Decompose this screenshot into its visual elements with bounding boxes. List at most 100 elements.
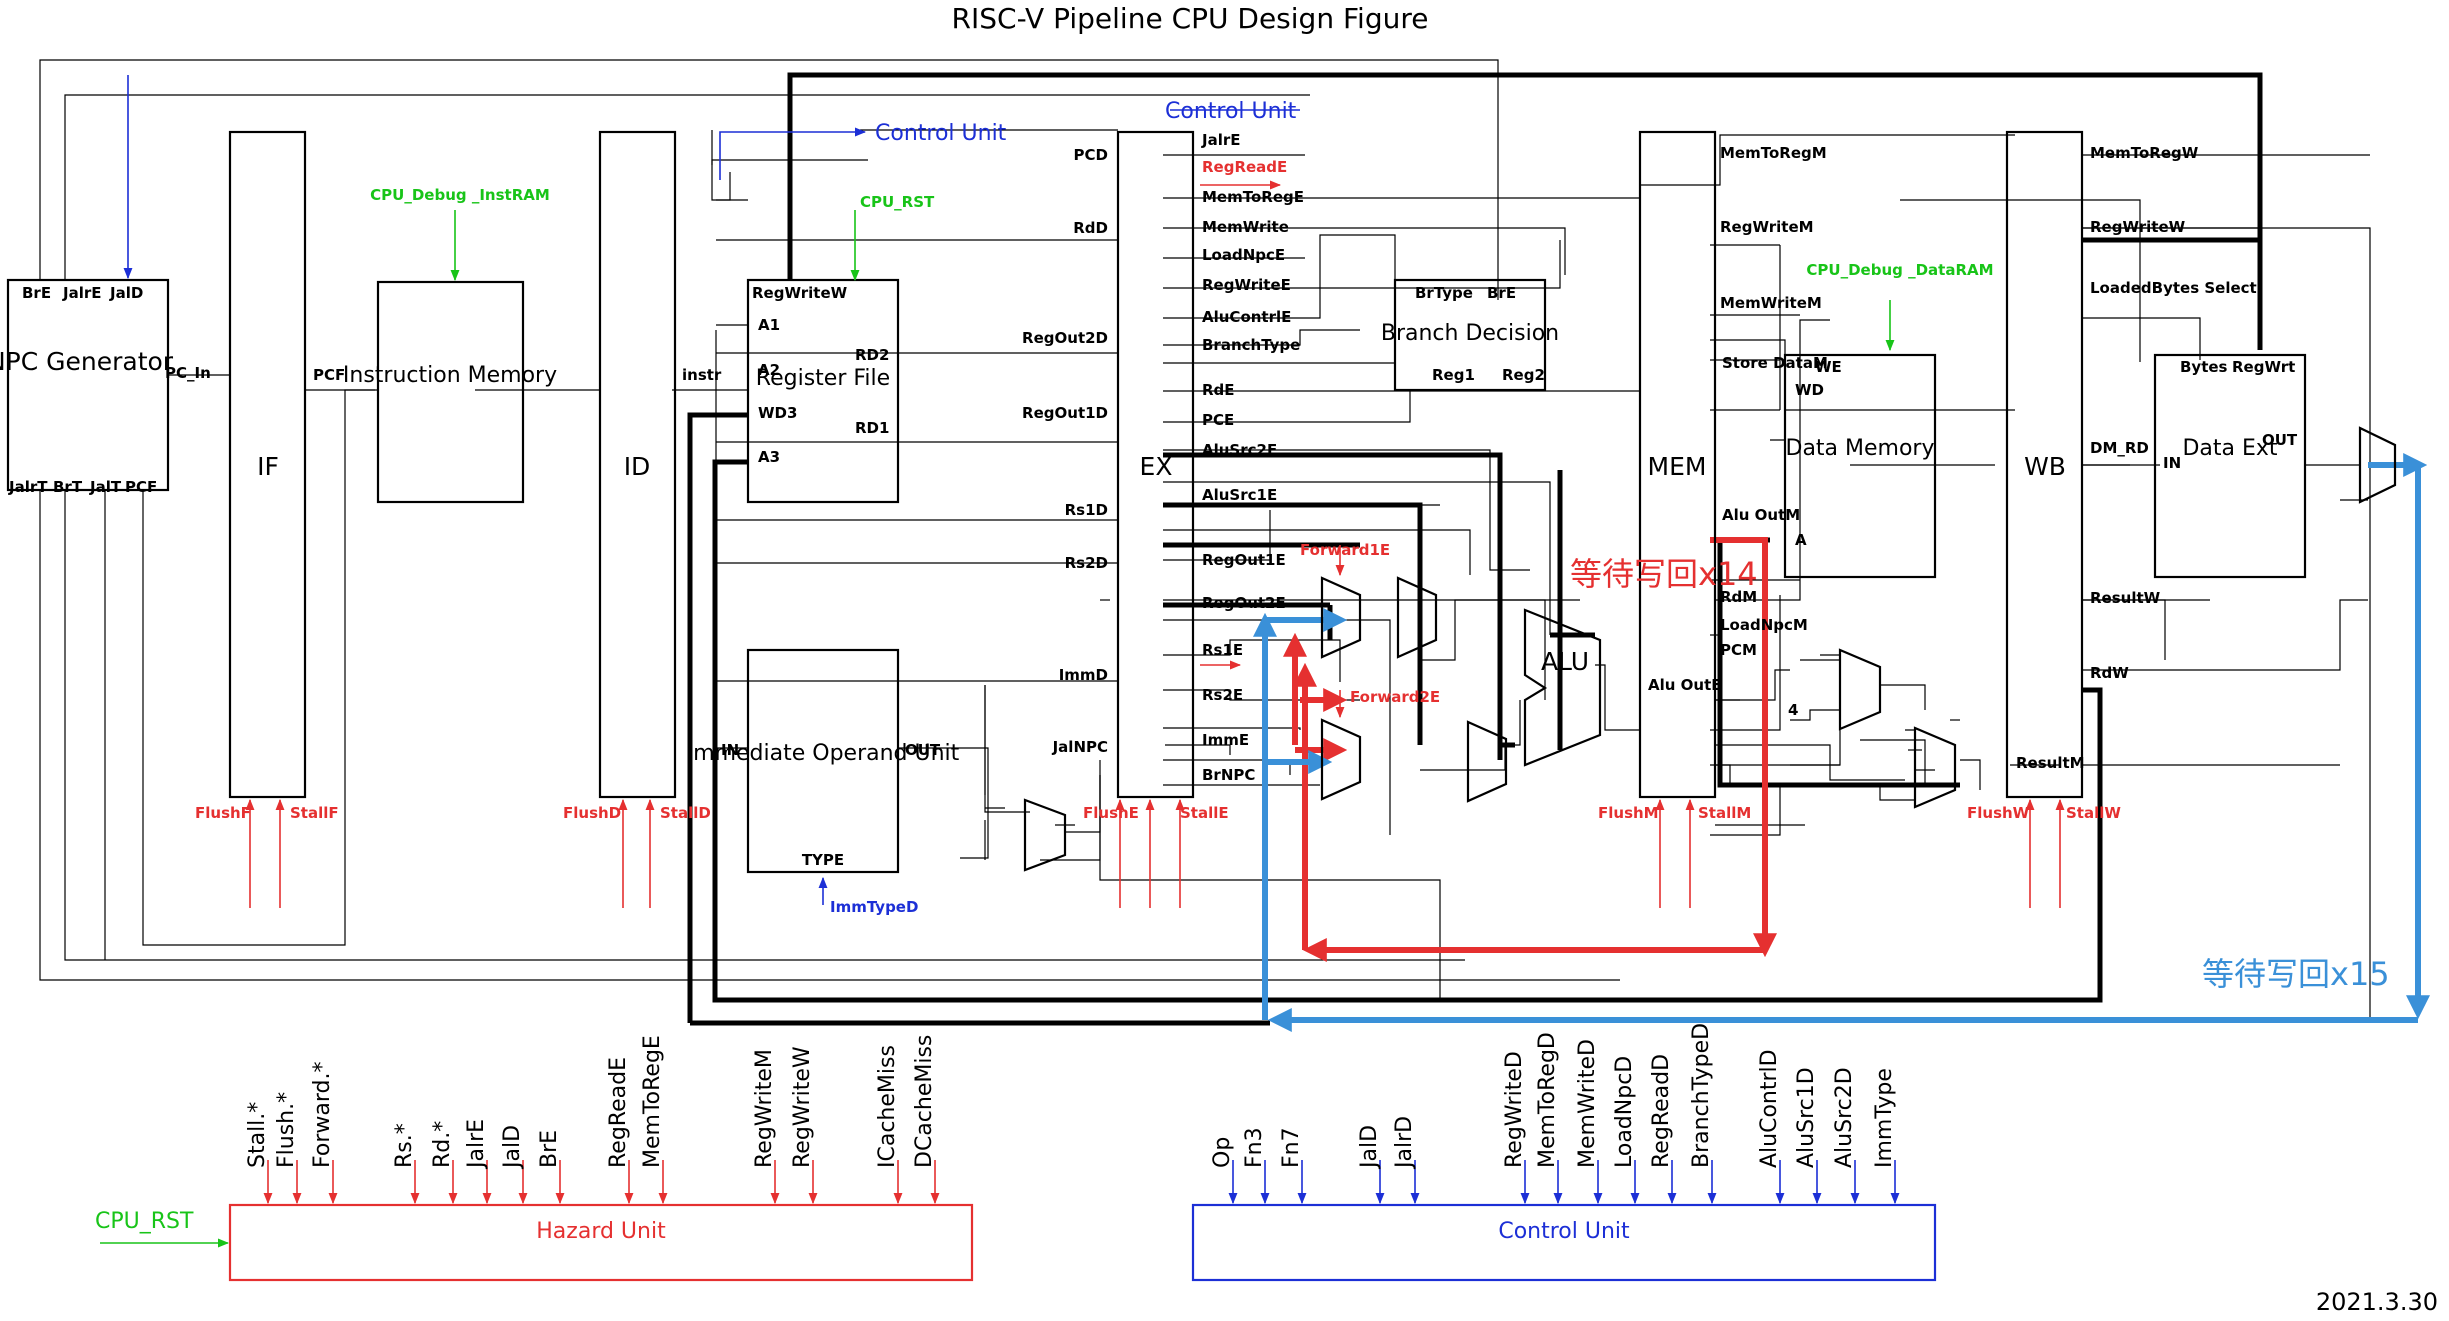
sig-rdw: RdW bbox=[2090, 664, 2129, 682]
npc-port-pcin: PC_In bbox=[165, 364, 211, 382]
instruction-memory-block bbox=[376, 280, 525, 504]
forward2-mux bbox=[1320, 718, 1362, 801]
sig-regout2e: RegOut2E bbox=[1202, 594, 1286, 612]
immediate-operand-unit-block bbox=[746, 648, 900, 874]
sig-aluoute: Alu OutE bbox=[1648, 676, 1722, 694]
imm-port-out: OUT bbox=[905, 741, 941, 759]
sig-forward1e: Forward1E bbox=[1300, 541, 1390, 559]
mem-label: MEM bbox=[1648, 452, 1707, 481]
sig-alusrc2e: AluSrc2E bbox=[1202, 441, 1277, 459]
sig-loadnpce: LoadNpcE bbox=[1202, 246, 1285, 264]
control-input-label: MemWriteD bbox=[1575, 1039, 1600, 1168]
control-input-label: MemToRegD bbox=[1535, 1032, 1560, 1168]
npc-port-jalt: JalT bbox=[89, 478, 122, 496]
sig-rdm: RdM bbox=[1720, 588, 1757, 606]
mem-flushm: FlushM bbox=[1598, 804, 1659, 822]
data-ext-label: Data Ext bbox=[2182, 436, 2277, 461]
hazard-input-label: Flush.* bbox=[274, 1092, 299, 1168]
control-input-label: AluSrc1D bbox=[1794, 1067, 1819, 1168]
sig-memtoregm: MemToRegM bbox=[1720, 144, 1827, 162]
if-port-pcf: PCF bbox=[313, 366, 345, 384]
control-input-label: LoadNpcD bbox=[1612, 1056, 1637, 1168]
control-input-label: JalD bbox=[1357, 1125, 1382, 1170]
hazard-unit-block bbox=[228, 1203, 974, 1282]
sig-forward2e: Forward2E bbox=[1350, 688, 1440, 706]
sig-immd: ImmD bbox=[1059, 666, 1108, 684]
npc-port-jald: JalD bbox=[109, 284, 143, 302]
if-flushf: FlushF bbox=[195, 804, 251, 822]
mem-stallm: StallM bbox=[1698, 804, 1751, 822]
sig-loadedbytes: LoadedBytes Select bbox=[2090, 279, 2257, 297]
branch-port-bre: BrE bbox=[1487, 284, 1516, 302]
sig-regwritew: RegWriteW bbox=[2090, 218, 2186, 236]
rf-port-rd1: RD1 bbox=[855, 419, 889, 437]
hazard-input-label: BrE bbox=[537, 1130, 562, 1168]
sig-pce: PCE bbox=[1202, 411, 1234, 429]
rf-port-rd2: RD2 bbox=[855, 346, 889, 364]
sig-rs2e: Rs2E bbox=[1202, 686, 1243, 704]
sig-rde: RdE bbox=[1202, 381, 1235, 399]
npc-generator-label: NPC Generator bbox=[0, 347, 174, 376]
sig-imme: ImmE bbox=[1202, 731, 1249, 749]
figure-date: 2021.3.30 bbox=[2316, 1288, 2438, 1316]
hazard-input-label: Rd.* bbox=[430, 1121, 455, 1168]
id-stalld: StallD bbox=[660, 804, 711, 822]
control-unit-ref-top: Control Unit bbox=[1165, 99, 1297, 124]
if-stallf: StallF bbox=[290, 804, 339, 822]
branch-port-brtype: BrType bbox=[1415, 284, 1473, 302]
sig-regout1e: RegOut1E bbox=[1202, 551, 1286, 569]
ex-register bbox=[1116, 130, 1195, 799]
data-ext-block bbox=[2153, 353, 2307, 579]
hazard-input-label: RegWriteW bbox=[790, 1046, 815, 1168]
branch-port-reg2: Reg2 bbox=[1502, 366, 1545, 384]
dext-port-in: IN bbox=[2163, 454, 2181, 472]
sig-rs2d: Rs2D bbox=[1065, 554, 1108, 572]
npc-mux bbox=[1838, 648, 1882, 731]
rf-port-regwritew: RegWriteW bbox=[752, 284, 848, 302]
id-port-instr: instr bbox=[682, 366, 722, 384]
hazard-input-label: JalrE bbox=[464, 1119, 489, 1170]
port-labels: BrE JalrE JalD JalrT BrT JalT PCF PC_In … bbox=[8, 99, 2390, 993]
hazard-input-label: Forward.* bbox=[310, 1062, 335, 1168]
dext-port-bytes: Bytes bbox=[2180, 358, 2228, 376]
immediate-operand-unit-label: Immediate Operand Unit bbox=[687, 741, 960, 766]
imm-port-in: IN bbox=[721, 741, 739, 759]
control-unit-label: Control Unit bbox=[1498, 1219, 1630, 1244]
imm-immtyped: ImmTypeD bbox=[830, 898, 918, 916]
npc-port-jalre: JalrE bbox=[62, 284, 102, 302]
sig-rs1d: Rs1D bbox=[1065, 501, 1108, 519]
id-label: ID bbox=[624, 452, 651, 481]
sig-memwritem: MemWriteM bbox=[1720, 294, 1822, 312]
sig-regout2d: RegOut2D bbox=[1022, 329, 1108, 347]
dext-port-out: OUT bbox=[2262, 431, 2298, 449]
wb-mux bbox=[2358, 426, 2397, 504]
sig-pcd: PCD bbox=[1074, 146, 1108, 164]
annotation-x14: 等待写回x14 bbox=[1570, 555, 1758, 593]
dmem-port-a: A bbox=[1795, 531, 1807, 549]
npc-port-pcf: PCF bbox=[125, 478, 157, 496]
npc-port-jalrt: JalrT bbox=[8, 478, 48, 496]
imem-debug: CPU_Debug _InstRAM bbox=[370, 186, 550, 204]
imm-mux bbox=[1023, 798, 1067, 872]
dmem-port-we: WE bbox=[1815, 358, 1842, 376]
hazard-unit-label: Hazard Unit bbox=[536, 1219, 666, 1244]
alu-label: ALU bbox=[1541, 647, 1589, 676]
if-label: IF bbox=[257, 452, 279, 481]
sig-regout1d: RegOut1D bbox=[1022, 404, 1108, 422]
result-mux bbox=[1913, 726, 1957, 809]
mem-register bbox=[1638, 130, 1717, 799]
imm-port-type: TYPE bbox=[802, 851, 844, 869]
sig-alusrc1e: AluSrc1E bbox=[1202, 486, 1277, 504]
sig-regreade: RegReadE bbox=[1202, 158, 1287, 176]
rf-port-wd3: WD3 bbox=[758, 404, 797, 422]
sig-resultw: ResultW bbox=[2090, 589, 2161, 607]
id-flushd: FlushD bbox=[563, 804, 621, 822]
hazard-input-label: Rs.* bbox=[392, 1123, 417, 1168]
sig-regwritee: RegWriteE bbox=[1202, 276, 1291, 294]
dmem-debug: CPU_Debug _DataRAM bbox=[1806, 261, 1993, 279]
alusrc2-mux bbox=[1466, 720, 1508, 803]
rf-port-a1: A1 bbox=[758, 316, 780, 334]
sig-jalre: JalrE bbox=[1201, 131, 1241, 149]
